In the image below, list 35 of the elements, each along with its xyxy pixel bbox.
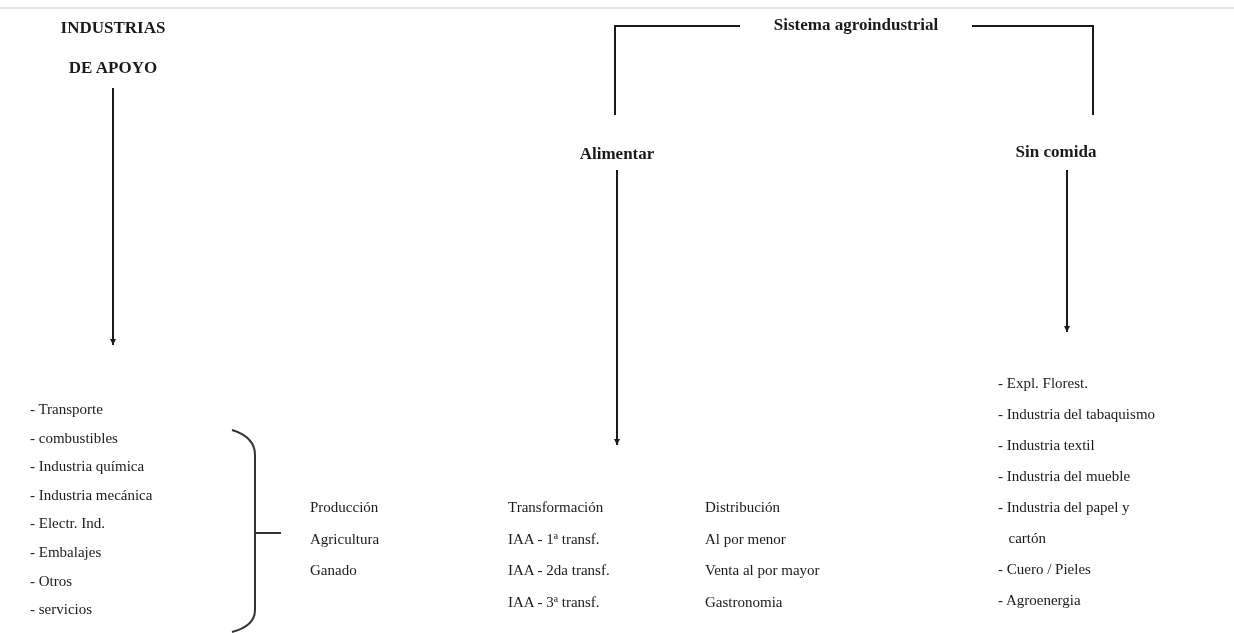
arrow bbox=[614, 169, 620, 446]
heading-text: Alimentar bbox=[578, 143, 656, 165]
list-item: - Embalajes bbox=[30, 542, 102, 562]
list-item: Ganado bbox=[310, 561, 357, 580]
list-item: Producción bbox=[310, 498, 379, 517]
list-item: - Cuero / Pieles bbox=[998, 560, 1091, 579]
list-item: Venta al por mayor bbox=[705, 561, 820, 580]
list-item: - Transporte bbox=[30, 400, 103, 419]
list-item: - Expl. Florest. bbox=[998, 374, 1088, 393]
list-item: - Otros bbox=[30, 571, 73, 591]
arrow bbox=[1064, 169, 1070, 333]
list-item: IAA - 3ª transf. bbox=[508, 592, 600, 612]
list-item: Gastronomia bbox=[705, 592, 783, 612]
connector-line bbox=[971, 25, 1094, 116]
list-item: - Industria del tabaquismo bbox=[998, 405, 1156, 424]
list-item: - Industria del mueble bbox=[998, 467, 1131, 486]
connector-line bbox=[614, 25, 741, 116]
arrow bbox=[110, 87, 116, 346]
list-item: - Industria química bbox=[30, 457, 145, 477]
list-item: IAA - 2da transf. bbox=[508, 561, 610, 580]
list-item: - Industria del papel y cartón bbox=[998, 498, 1131, 548]
list-item: Distribución bbox=[705, 498, 780, 517]
list-item: IAA - 1ª transf. bbox=[508, 529, 600, 549]
list-item: Transformación bbox=[508, 498, 604, 517]
list-item: - servicios bbox=[30, 600, 93, 620]
list-item: - Industria mecánica bbox=[30, 485, 153, 505]
heading-text: INDUSTRIAS DE APOYO bbox=[59, 17, 167, 79]
list-item: - Agroenergia bbox=[998, 591, 1082, 610]
list-item: - combustibles bbox=[30, 428, 118, 448]
list-item: Al por menor bbox=[705, 529, 786, 549]
list-item: - Electr. Ind. bbox=[30, 514, 105, 534]
list-item: - Industria textil bbox=[998, 436, 1095, 455]
heading-text: Sin comida bbox=[1014, 141, 1098, 163]
heading-text: Sistema agroindustrial bbox=[772, 14, 940, 36]
list-item: Agricultura bbox=[310, 529, 380, 549]
